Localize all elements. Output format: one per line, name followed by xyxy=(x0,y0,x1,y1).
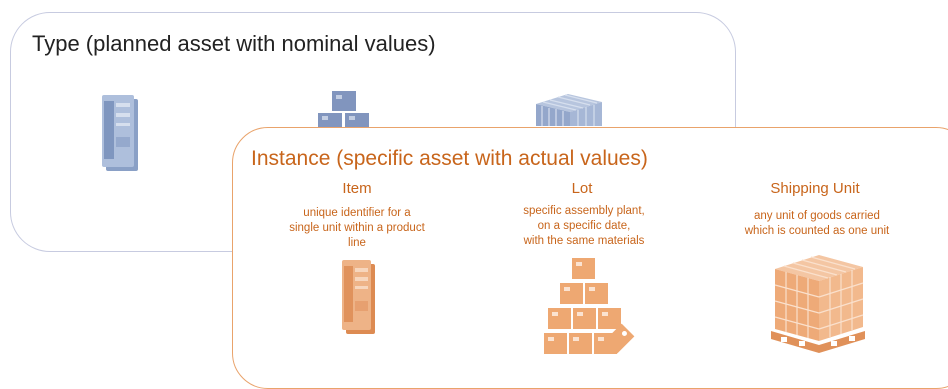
lot-desc-line: with the same materials xyxy=(523,235,645,247)
shipping-unit-description: any unit of goods carried which is count… xyxy=(712,209,922,239)
pallet-icon xyxy=(536,94,602,126)
shipping-unit-heading: Shipping Unit xyxy=(770,180,860,197)
server-icon xyxy=(102,95,138,171)
boxes-pyramid-with-tag-icon xyxy=(544,258,635,354)
item-description: unique identifier for a single unit with… xyxy=(257,206,457,251)
shipping-unit-desc-line: any unit of goods carried xyxy=(754,210,880,222)
item-desc-line: unique identifier for a xyxy=(303,207,411,219)
item-desc-line: line xyxy=(348,237,366,249)
instance-panel-title: Instance (specific asset with actual val… xyxy=(251,147,648,170)
pallet-icon xyxy=(771,255,865,353)
shipping-unit-desc-line: which is counted as one unit xyxy=(744,225,890,237)
item-desc-line: single unit within a product xyxy=(289,222,425,234)
type-panel-title: Type (planned asset with nominal values) xyxy=(32,31,436,56)
lot-description: specific assembly plant, on a specific d… xyxy=(484,204,684,249)
boxes-stack-icon xyxy=(318,91,369,127)
server-icon xyxy=(342,260,375,334)
lot-desc-line: on a specific date, xyxy=(537,220,631,232)
lot-heading: Lot xyxy=(571,180,593,197)
lot-desc-line: specific assembly plant, xyxy=(523,205,645,217)
item-heading: Item xyxy=(342,180,372,197)
